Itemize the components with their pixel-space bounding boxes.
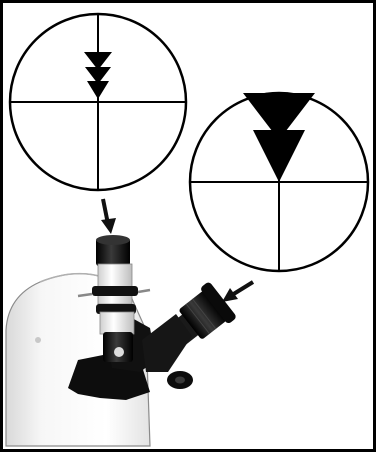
finder-ring-front xyxy=(92,286,138,296)
finder-lower-body xyxy=(100,312,134,334)
eyepiece-view-reticle xyxy=(190,93,368,271)
finder-eyepiece-lens xyxy=(114,347,124,357)
mount-knob-hole xyxy=(175,377,185,384)
finder-eyepiece xyxy=(103,332,133,362)
finder-view-reticle xyxy=(10,14,186,190)
tube-screw xyxy=(35,337,41,343)
finder-body xyxy=(98,264,132,304)
